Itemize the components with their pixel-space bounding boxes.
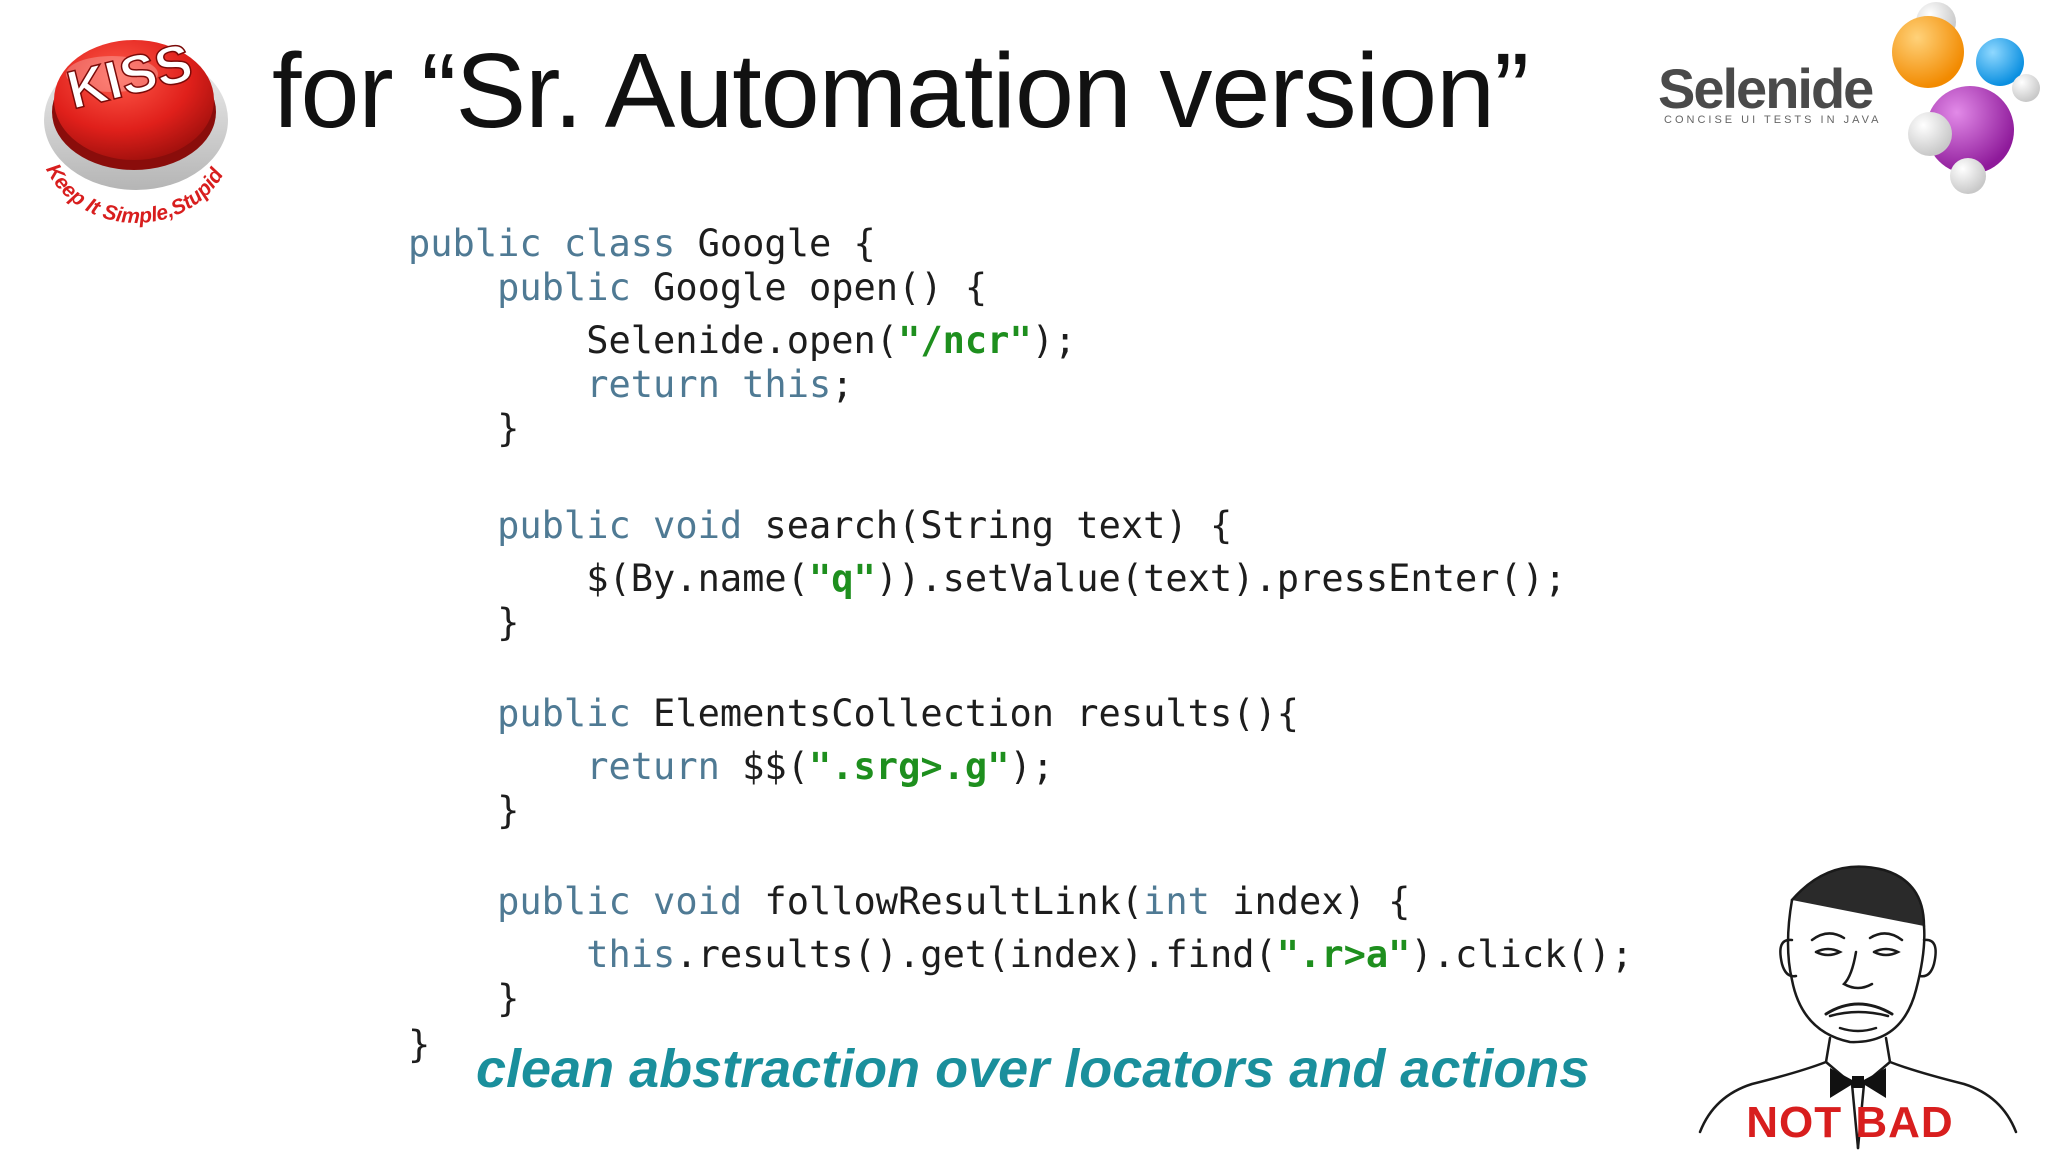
- code-line: }: [408, 789, 519, 833]
- code-text: ;: [831, 363, 854, 406]
- code-keyword: return this: [586, 363, 832, 406]
- code-keyword: int: [1143, 880, 1210, 923]
- selenide-tagline: CONCISE UI TESTS IN JAVA: [1664, 114, 1881, 126]
- code-text: }: [408, 407, 520, 450]
- code-text: [408, 504, 497, 547]
- code-line: public void search(String text) {: [408, 504, 1232, 548]
- kiss-logo: KISS Keep It Simple,Stupid: [8, 8, 248, 238]
- code-text: )).setValue(text).pressEnter();: [875, 557, 1567, 600]
- code-keyword: public: [497, 266, 631, 309]
- code-line: return this;: [408, 363, 854, 407]
- code-keyword: public void: [497, 880, 743, 923]
- code-text: Google open() {: [630, 266, 988, 309]
- code-line: }: [408, 407, 519, 451]
- code-text: );: [1009, 745, 1055, 788]
- code-line: public Google open() {: [408, 266, 987, 310]
- slide-title: for “Sr. Automation version”: [272, 32, 1529, 150]
- code-string: ".r>a": [1276, 933, 1411, 976]
- code-text: }: [408, 1023, 431, 1066]
- code-keyword: public void: [497, 504, 743, 547]
- code-line: public void followResultLink(int index) …: [408, 880, 1410, 924]
- code-text: $(By.name(: [408, 557, 809, 600]
- not-bad-face-icon: [1698, 865, 2018, 1150]
- selenide-name: Selenide: [1658, 57, 1873, 120]
- code-text: $$(: [719, 745, 809, 788]
- code-line: return $$(".srg>.g");: [408, 745, 1054, 789]
- code-text: }: [408, 977, 520, 1020]
- code-text: }: [408, 789, 520, 832]
- code-line: public class Google {: [408, 222, 876, 266]
- code-keyword: return: [586, 745, 720, 788]
- molecule-icon: Selenide CONCISE UI TESTS IN JAVA: [1658, 2, 2040, 194]
- code-text: [408, 880, 497, 923]
- selenide-logo: Selenide CONCISE UI TESTS IN JAVA: [1640, 0, 2048, 200]
- meme-caption: NOT BAD: [1746, 1098, 1954, 1147]
- slide-tagline: clean abstraction over locators and acti…: [476, 1039, 1590, 1099]
- code-text: }: [408, 601, 520, 644]
- code-string: ".srg>.g": [808, 745, 1010, 788]
- code-text: [408, 933, 586, 976]
- code-text: );: [1031, 319, 1077, 362]
- code-text: [408, 692, 497, 735]
- code-text: [408, 745, 586, 788]
- code-text: ).click();: [1410, 933, 1634, 976]
- code-line: }: [408, 977, 519, 1021]
- code-keyword: this: [586, 933, 676, 976]
- code-text: .results().get(index).find(: [675, 933, 1277, 976]
- code-line: Selenide.open("/ncr");: [408, 319, 1076, 363]
- code-text: index) {: [1209, 880, 1411, 923]
- code-keyword: public class: [408, 222, 676, 265]
- code-text: Google {: [675, 222, 876, 265]
- kiss-button-icon: KISS Keep It Simple,Stupid: [41, 31, 228, 228]
- code-text: followResultLink(: [742, 880, 1144, 923]
- code-text: [408, 363, 586, 406]
- code-line: $(By.name("q")).setValue(text).pressEnte…: [408, 557, 1566, 601]
- code-line: this.results().get(index).find(".r>a").c…: [408, 933, 1633, 977]
- code-text: [408, 266, 497, 309]
- not-bad-meme: NOT BAD: [1680, 848, 2020, 1152]
- code-string: "/ncr": [898, 319, 1032, 362]
- code-line: }: [408, 601, 519, 645]
- code-line: public ElementsCollection results(){: [408, 692, 1299, 736]
- code-text: Selenide.open(: [408, 319, 899, 362]
- code-text: search(String text) {: [742, 504, 1233, 547]
- code-keyword: public: [497, 692, 631, 735]
- code-text: ElementsCollection results(){: [630, 692, 1300, 735]
- code-line: }: [408, 1023, 430, 1067]
- code-string: "q": [808, 557, 876, 600]
